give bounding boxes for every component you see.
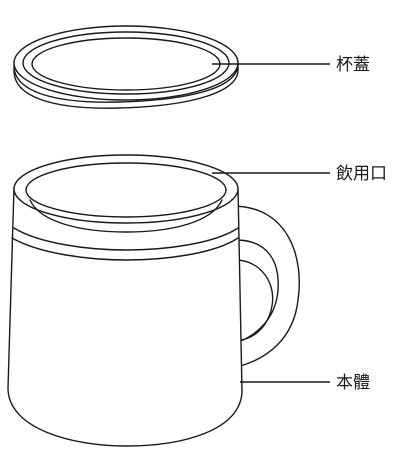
lid-illustration <box>13 25 239 109</box>
mug-body <box>7 187 243 447</box>
mug-body-band <box>13 227 239 251</box>
mug-body-band-lower <box>11 237 239 261</box>
mug-handle-inner <box>237 259 274 341</box>
mouth-label: 飲用口 <box>336 164 387 184</box>
lid-inner-ring <box>22 31 230 95</box>
mug-mouth-interior <box>29 199 223 233</box>
lid-outer-edge <box>13 25 239 101</box>
mug-mouth-outer <box>13 154 239 224</box>
body-label: 本體 <box>336 373 370 393</box>
lid-label: 杯蓋 <box>336 55 370 75</box>
mug-illustration <box>7 154 300 447</box>
mug-mouth-inner <box>25 162 227 218</box>
